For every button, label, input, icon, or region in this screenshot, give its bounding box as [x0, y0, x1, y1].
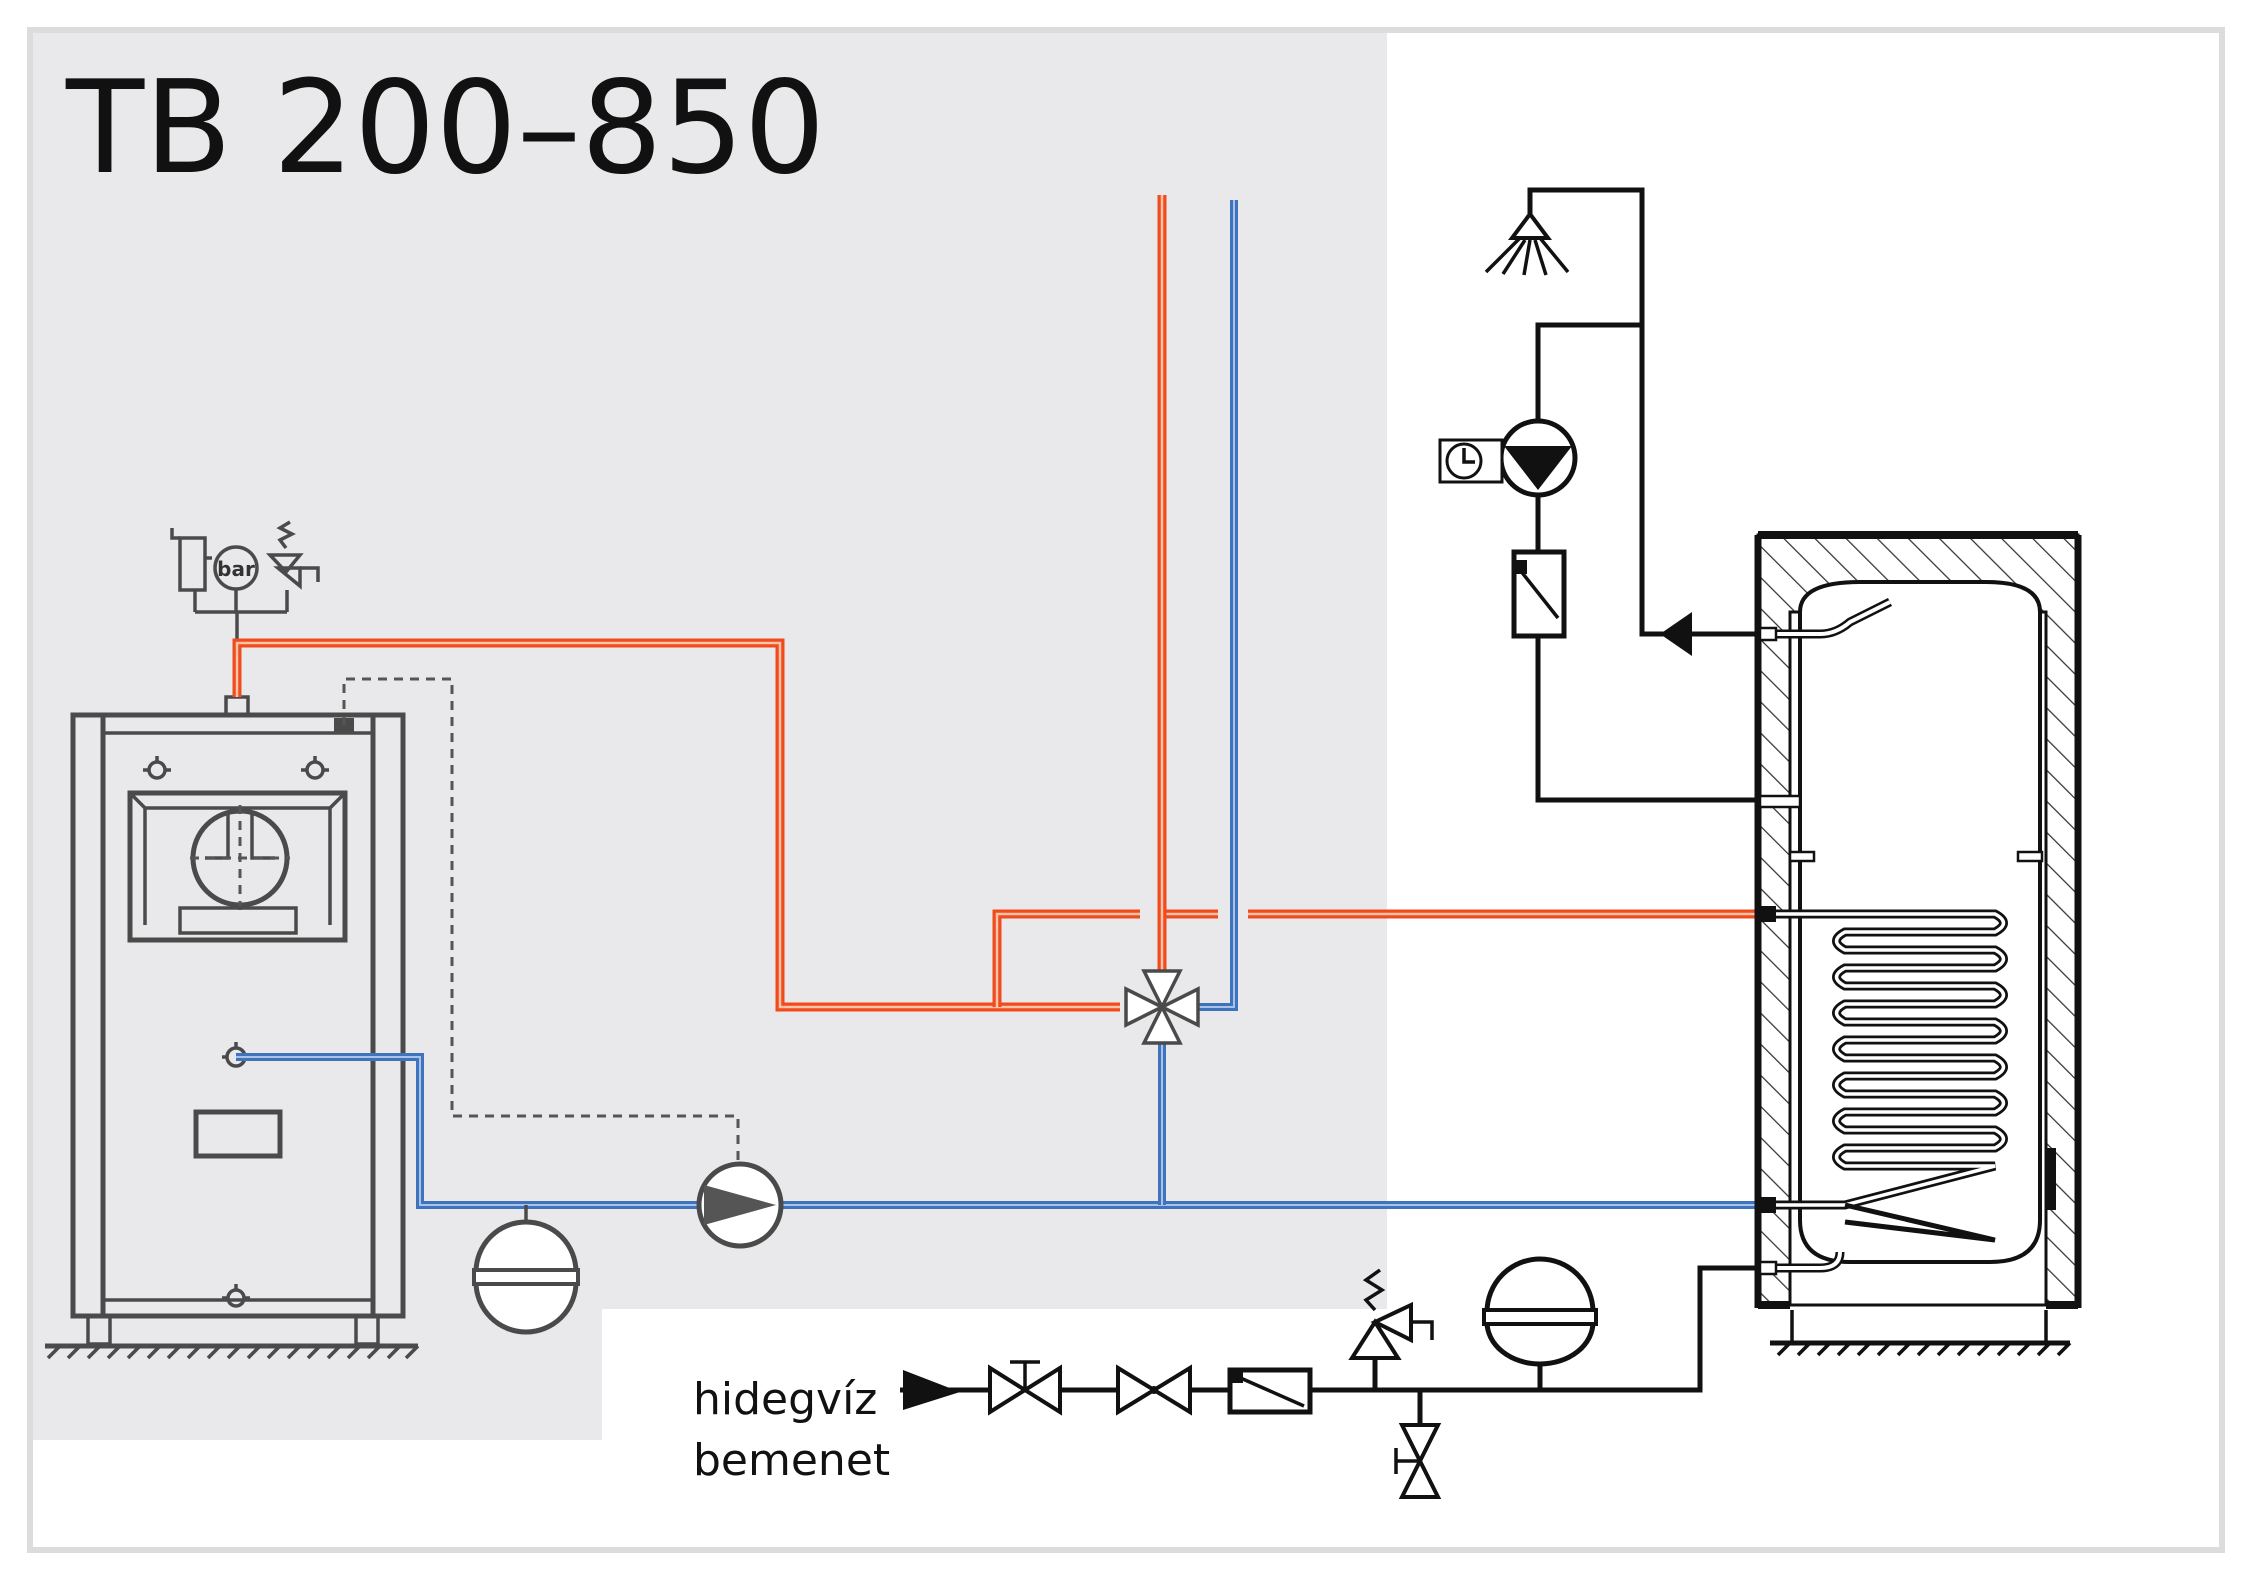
dhw-expansion-vessel-icon [1482, 1256, 1598, 1367]
hot-pipes [232, 195, 1770, 1012]
gauge-label: bar [217, 557, 255, 581]
inlet-check-valve-icon [1116, 1364, 1192, 1416]
cold-inlet-label-line1: hidegvíz [693, 1374, 877, 1425]
circulation-check-valve-icon [1511, 549, 1567, 639]
check-valve-icon [1660, 612, 1692, 656]
return-pipes [236, 200, 1770, 1209]
shutoff-valve-icon [988, 1360, 1062, 1416]
cold-inlet-label-line2: bemenet [693, 1435, 890, 1486]
expansion-tank-small-icon [178, 536, 207, 592]
boiler-safety-valve-icon [265, 520, 320, 612]
shower-icon [1484, 210, 1570, 276]
safety-group: bar [170, 520, 320, 643]
diagram-title: TB 200–850 [65, 54, 825, 203]
drain-valve-icon [1394, 1423, 1442, 1499]
four-way-mixing-valve-icon [1124, 969, 1200, 1045]
pressure-reducer-icon [1227, 1367, 1313, 1415]
clock-icon [1438, 438, 1504, 484]
frame [27, 27, 2225, 1553]
safety-valve-icon [1348, 1268, 1434, 1360]
dhw-circulation-pump-icon [1498, 418, 1578, 498]
control-signal-line [342, 677, 740, 1165]
expansion-vessel-icon [472, 1205, 580, 1335]
hot-water-storage-tank-icon [1754, 531, 2082, 1357]
boiler-icon [45, 695, 420, 1360]
circulation-pump-icon [696, 1161, 784, 1249]
inlet-arrow-icon [903, 1370, 960, 1410]
